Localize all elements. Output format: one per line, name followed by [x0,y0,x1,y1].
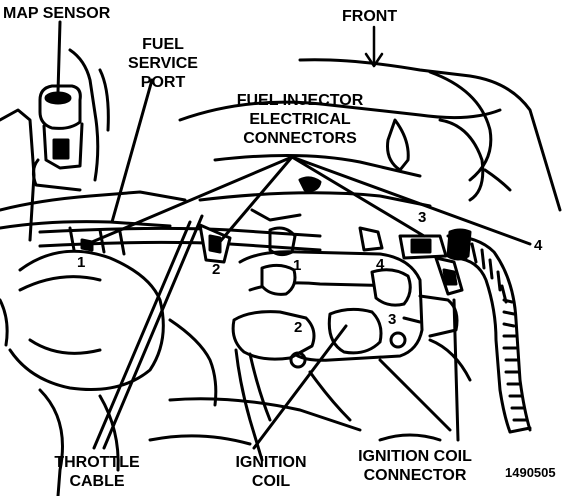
map-sensor-label: MAP SENSOR [3,5,111,22]
injector-callout-3: 3 [418,209,427,226]
injector-callout-2: 2 [212,261,221,278]
front-label: FRONT [342,8,398,25]
coil-callout-1: 1 [293,257,302,274]
plug-wires-drawing [148,318,472,462]
injector-callout-4: 4 [534,237,543,254]
figure-number: 1490505 [505,465,556,480]
map-sensor-drawing [31,84,84,192]
injector-callout-1: 1 [77,254,86,271]
coil-callout-2: 2 [294,319,303,336]
throttle-cable-label: THROTTLE CABLE [54,454,140,490]
coil-callout-3: 3 [388,311,397,328]
ignition-coil-drawing [231,250,459,369]
front-arrow [364,25,384,68]
left-engine-block-drawing [0,48,187,496]
coil-callout-4: 4 [376,256,385,273]
fuel-service-port-label: FUEL SERVICE PORT [128,36,198,91]
coil-connector-drawing [434,256,464,296]
intake-upper-drawing [178,58,562,222]
ignition-coil-connector-label: IGNITION COIL CONNECTOR [358,448,472,484]
fuel-injector-connectors-label: FUEL INJECTOR ELECTRICAL CONNECTORS [236,92,364,147]
leader-lines [56,20,532,450]
harness-conduit-drawing [446,228,532,434]
ignition-coil-label: IGNITION COIL [235,454,307,490]
